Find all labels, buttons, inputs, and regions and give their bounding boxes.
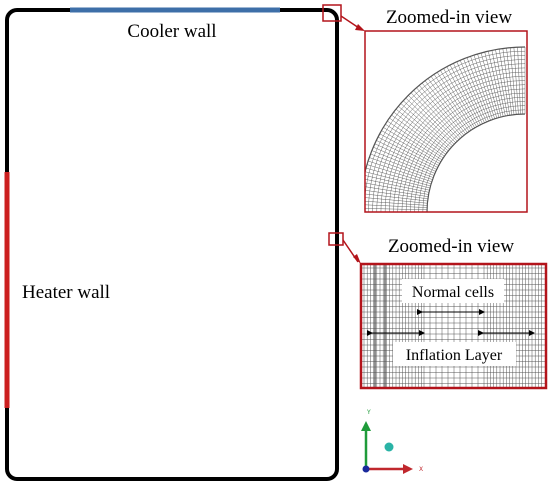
heater-wall-label: Heater wall [22, 282, 110, 303]
zoom-marker-side [328, 232, 344, 246]
y-axis-arrowhead [361, 421, 371, 431]
normal-cells-label: Normal cells [412, 284, 494, 301]
callout-arrowhead-top [355, 24, 365, 31]
cooler-wall-label: Cooler wall [127, 21, 216, 42]
y-axis-label: Y [366, 409, 371, 416]
enclosure-outline [5, 8, 339, 481]
zoom-bottom-title: Zoomed-in view [388, 236, 514, 257]
axis-sphere [384, 442, 394, 452]
inflation-layer-label: Inflation Layer [406, 347, 503, 364]
normal-cells-label-bg [402, 279, 504, 303]
axis-triad: Y X [361, 409, 423, 474]
x-axis-label: X [419, 466, 423, 473]
zoom-panel-top [364, 30, 528, 213]
z-axis-dot [362, 465, 370, 473]
zoom-top-title: Zoomed-in view [386, 7, 512, 28]
inflation-layer-label-bg [393, 342, 516, 366]
callout-arrowhead-side [353, 254, 361, 264]
curved-mesh [365, 46, 526, 212]
zoom-marker-top [322, 4, 342, 22]
zoom-panel-bottom [359, 262, 548, 390]
x-axis-arrowhead [403, 464, 413, 474]
